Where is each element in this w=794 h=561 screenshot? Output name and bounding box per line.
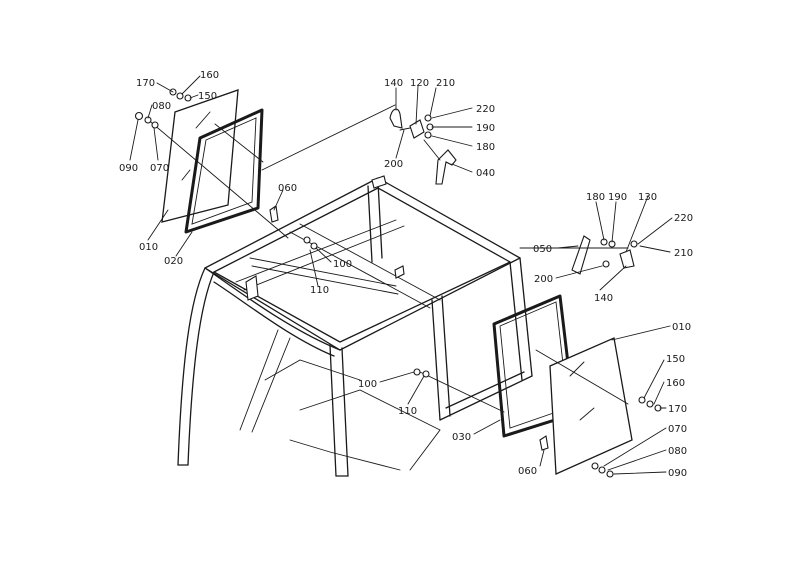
callout-140-top: 140 [384, 78, 403, 89]
callout-020-left: 020 [164, 256, 183, 267]
left-gasket-020 [184, 108, 264, 234]
right-window-assembly [413, 294, 662, 478]
callout-100-bottom: 100 [358, 379, 377, 390]
roof-frame [204, 177, 521, 351]
front-center-pillar [329, 344, 337, 477]
callout-150-left: 150 [198, 91, 217, 102]
callout-180-right: 180 [586, 192, 605, 203]
callout-010-right: 010 [672, 322, 691, 333]
callout-210-right: 210 [674, 248, 693, 259]
callout-050-right: 050 [533, 244, 552, 255]
callout-120-top: 120 [410, 78, 429, 89]
callout-010-left: 010 [139, 242, 158, 253]
callout-200-top: 200 [384, 159, 403, 170]
callout-210-top: 210 [436, 78, 455, 89]
callout-070-right: 070 [668, 424, 687, 435]
callout-070-left: 070 [150, 163, 169, 174]
cab-frame [177, 175, 533, 477]
callout-060-bottom: 060 [518, 466, 537, 477]
callout-080-right: 080 [668, 446, 687, 457]
callout-190-right: 190 [608, 192, 627, 203]
callout-170-left: 170 [136, 78, 155, 89]
latch-assembly-top [389, 108, 457, 185]
callout-090-left: 090 [119, 163, 138, 174]
callout-090-right: 090 [668, 468, 687, 479]
callout-220-right: 220 [674, 213, 693, 224]
callout-190-top: 190 [476, 123, 495, 134]
callout-030-right: 030 [452, 432, 471, 443]
left-glass-010 [161, 89, 239, 223]
leader-lines [129, 75, 673, 475]
callout-220-top: 220 [476, 104, 495, 115]
rear-right-pillar [431, 299, 441, 421]
callout-150-right: 150 [666, 354, 685, 365]
right-glass-010 [549, 337, 633, 475]
callout-160-left: 160 [200, 70, 219, 81]
callout-040-top: 040 [476, 168, 495, 179]
roof-frame-inner [213, 187, 511, 343]
callout-110-bottom: 110 [398, 406, 417, 417]
callout-labels: 170 160 150 080 090 070 010 020 060 100 … [119, 70, 693, 479]
front-left-pillar [177, 267, 206, 466]
callout-180-top: 180 [476, 142, 495, 153]
left-window-assembly [134, 88, 396, 250]
callout-200-right: 200 [534, 274, 553, 285]
callout-130-right: 130 [638, 192, 657, 203]
callout-100-top: 100 [333, 259, 352, 270]
callout-160-right: 160 [666, 378, 685, 389]
callout-140-right: 140 [594, 293, 613, 304]
callout-110-top: 110 [310, 285, 329, 296]
callout-170-right: 170 [668, 404, 687, 415]
callout-060-top: 060 [278, 183, 297, 194]
callout-080-left: 080 [152, 101, 171, 112]
latch-assembly-right [519, 235, 638, 275]
